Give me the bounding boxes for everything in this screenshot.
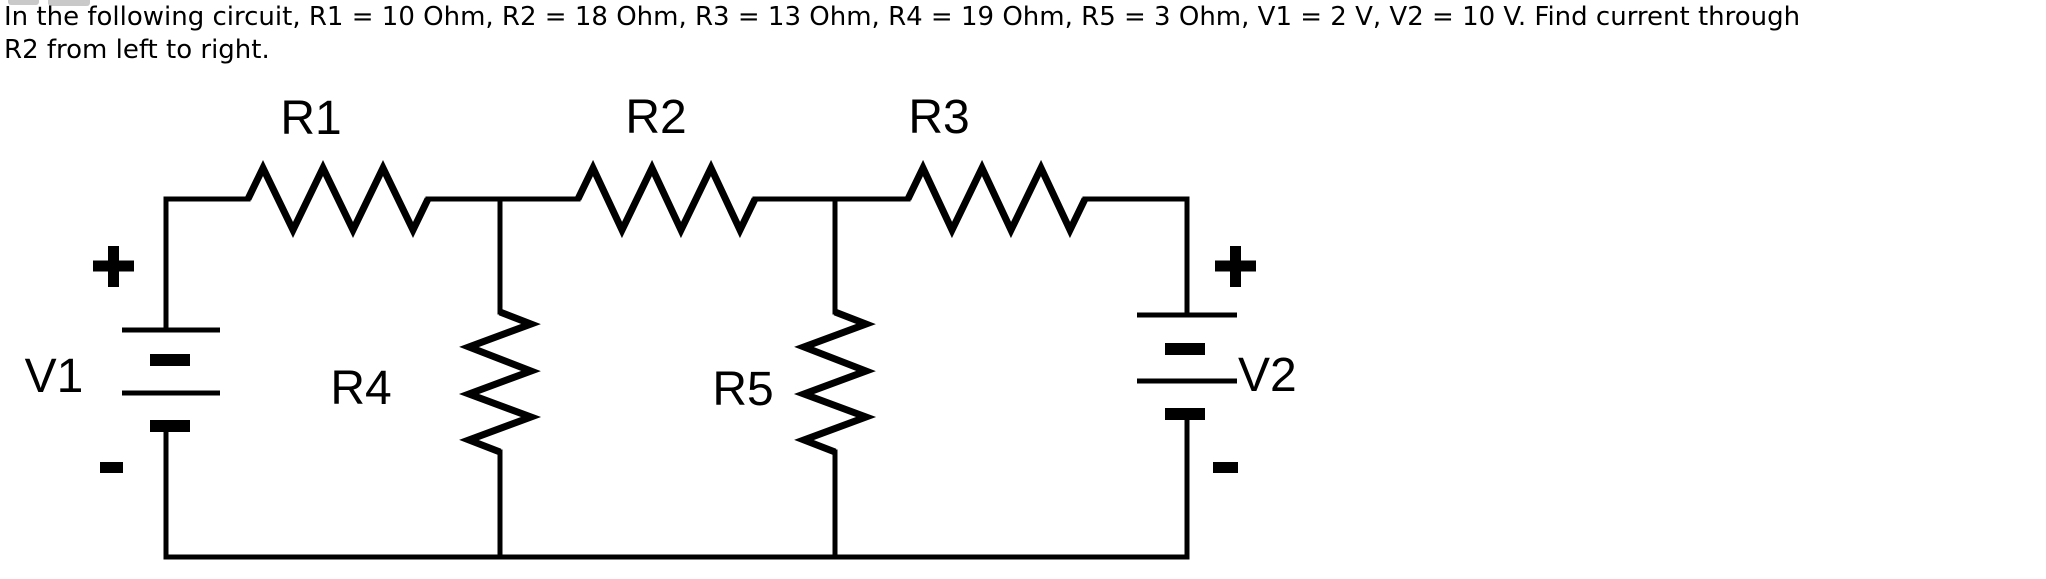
resistor-R5-symbol bbox=[793, 308, 877, 456]
label-V2: V2 bbox=[1238, 349, 1297, 402]
wire-bottom-rail bbox=[163, 411, 1190, 560]
wire-top-rail-and-right bbox=[1082, 196, 1190, 318]
label-V1: V1 bbox=[25, 350, 84, 403]
problem-line-1: In the following circuit, R1 = 10 Ohm, R… bbox=[4, 2, 1801, 32]
V2-plus-sign bbox=[1215, 246, 1256, 287]
label-R3: R3 bbox=[908, 91, 969, 144]
problem-statement: In the following circuit, R1 = 10 Ohm, R… bbox=[4, 1, 1800, 67]
resistor-R3-symbol bbox=[904, 159, 1089, 239]
ui-fragment-right bbox=[48, 0, 90, 6]
wire-left-and-top-rail bbox=[163, 196, 251, 333]
label-R4: R4 bbox=[330, 362, 391, 415]
resistor-R4-symbol bbox=[458, 308, 542, 456]
label-R5: R5 bbox=[712, 363, 773, 416]
resistor-R1-symbol bbox=[244, 159, 432, 239]
problem-line-2: R2 from left to right. bbox=[4, 35, 270, 65]
ui-fragment-left bbox=[8, 0, 39, 5]
V1-plus-sign bbox=[93, 246, 134, 287]
label-R2: R2 bbox=[625, 91, 686, 144]
battery-V2-symbol bbox=[1137, 312, 1237, 420]
label-R1: R1 bbox=[280, 92, 341, 145]
battery-V1-symbol bbox=[122, 327, 220, 432]
resistor-R2-symbol bbox=[574, 159, 759, 239]
